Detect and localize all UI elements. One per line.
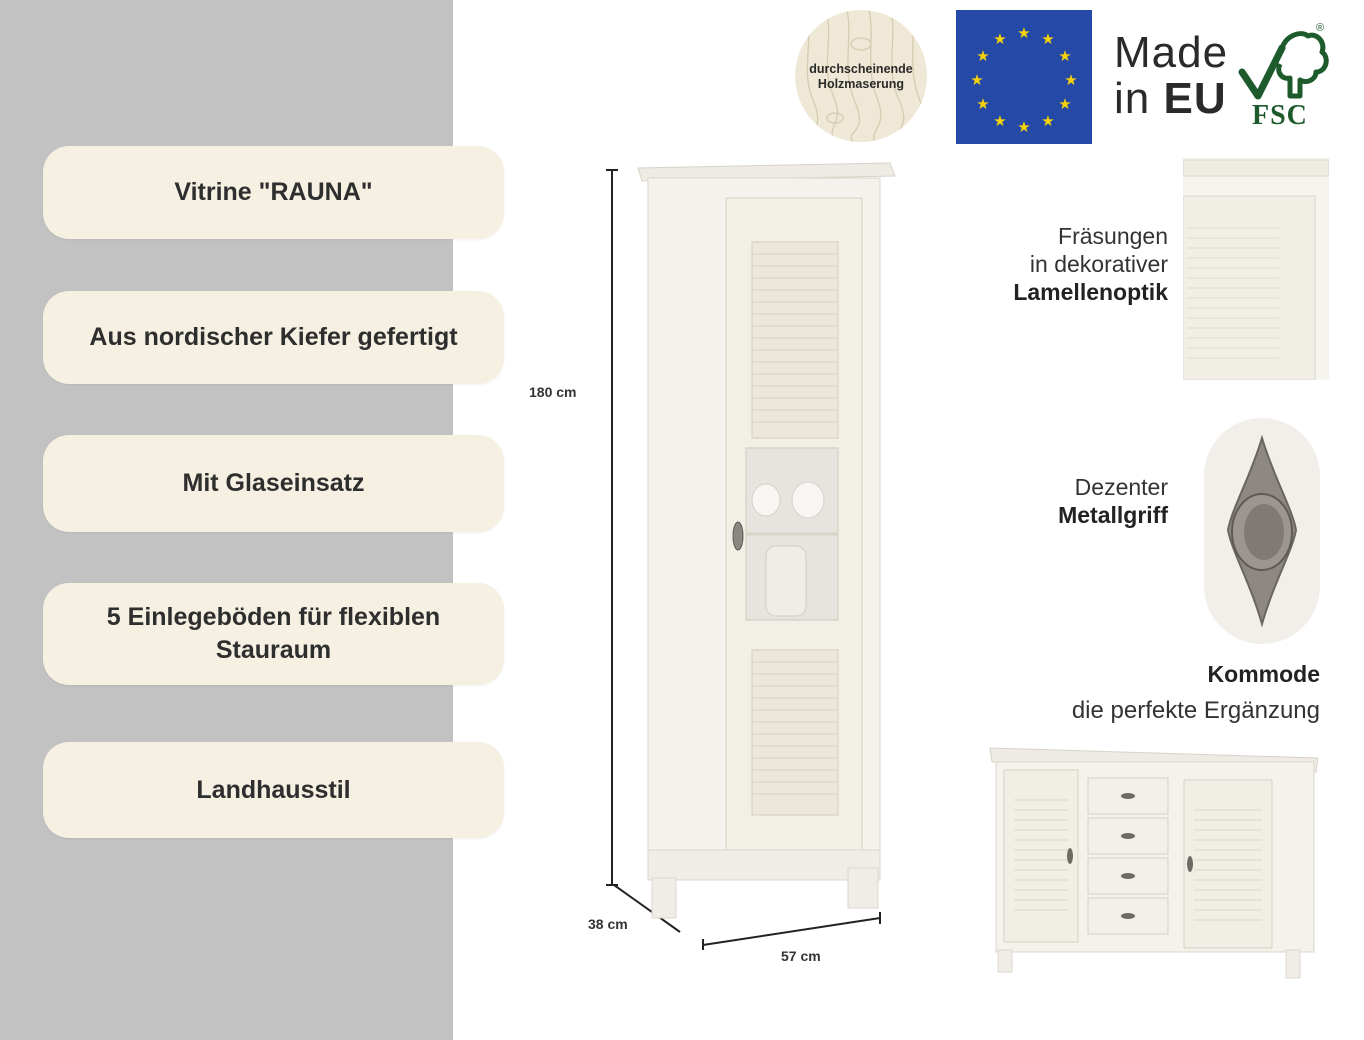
kommode-image — [988, 740, 1322, 985]
svg-text:★: ★ — [1041, 112, 1054, 130]
feature-pill-material: Aus nordischer Kiefer gefertigt — [43, 291, 504, 384]
feature-text: Mit Glaseinsatz — [182, 469, 365, 497]
svg-text:★: ★ — [970, 71, 983, 89]
feature-text: Landhausstil — [196, 775, 351, 804]
svg-text:★: ★ — [993, 30, 1006, 48]
kommode-subtitle: die perfekte Ergänzung — [1071, 697, 1320, 724]
feature-pill-name: Vitrine "RAUNA" — [43, 146, 504, 239]
eu-flag-icon: ★ ★ ★ ★ ★ ★ ★ ★ ★ ★ ★ ★ — [956, 10, 1092, 144]
feature-text: Aus nordischer Kiefer gefertigt — [89, 323, 458, 351]
griff-caption: Dezenter Metallgriff — [1058, 474, 1168, 528]
svg-text:★: ★ — [1017, 24, 1030, 42]
kommode-title: Kommode — [1207, 661, 1320, 687]
cabinet-illustration — [600, 150, 900, 970]
kommode-drawing — [989, 747, 1319, 979]
vitrine-drawing — [606, 162, 896, 950]
fsc-logo: FSC ® — [1236, 22, 1330, 132]
feature-pill-shelves: 5 Einlegeböden für flexiblen Stauraum — [43, 583, 504, 685]
width-dimension: 57 cm — [781, 948, 821, 964]
fsc-text: FSC — [1252, 100, 1308, 131]
svg-text:★: ★ — [1064, 71, 1077, 89]
made-in-eu-label: Made in EU — [1114, 28, 1229, 123]
fsc-registered: ® — [1316, 22, 1325, 34]
wood-grain-label: durchscheinende Holzmaserung — [809, 62, 913, 91]
svg-text:★: ★ — [976, 47, 989, 65]
svg-text:★: ★ — [1017, 118, 1030, 136]
feature-text: Vitrine "RAUNA" — [174, 178, 373, 206]
lamellen-detail-image — [1182, 158, 1330, 381]
metal-handle-image — [1204, 418, 1320, 644]
height-dimension: 180 cm — [529, 384, 577, 400]
svg-text:★: ★ — [1058, 95, 1071, 113]
svg-text:★: ★ — [976, 95, 989, 113]
svg-text:★: ★ — [1041, 30, 1054, 48]
svg-text:★: ★ — [1058, 47, 1071, 65]
svg-text:★: ★ — [993, 112, 1006, 130]
lamellen-caption: Fräsungen in dekorativer Lamellenoptik — [1013, 223, 1168, 305]
lamellen-detail-drawing — [1182, 158, 1330, 381]
feature-text: 5 Einlegeböden für flexiblen Stauraum — [106, 603, 441, 664]
metal-handle-icon — [1204, 418, 1320, 644]
depth-dimension: 38 cm — [588, 916, 628, 932]
feature-pill-glass: Mit Glaseinsatz — [43, 435, 504, 532]
feature-pill-style: Landhausstil — [43, 742, 504, 838]
fsc-tree-icon — [1238, 31, 1329, 100]
